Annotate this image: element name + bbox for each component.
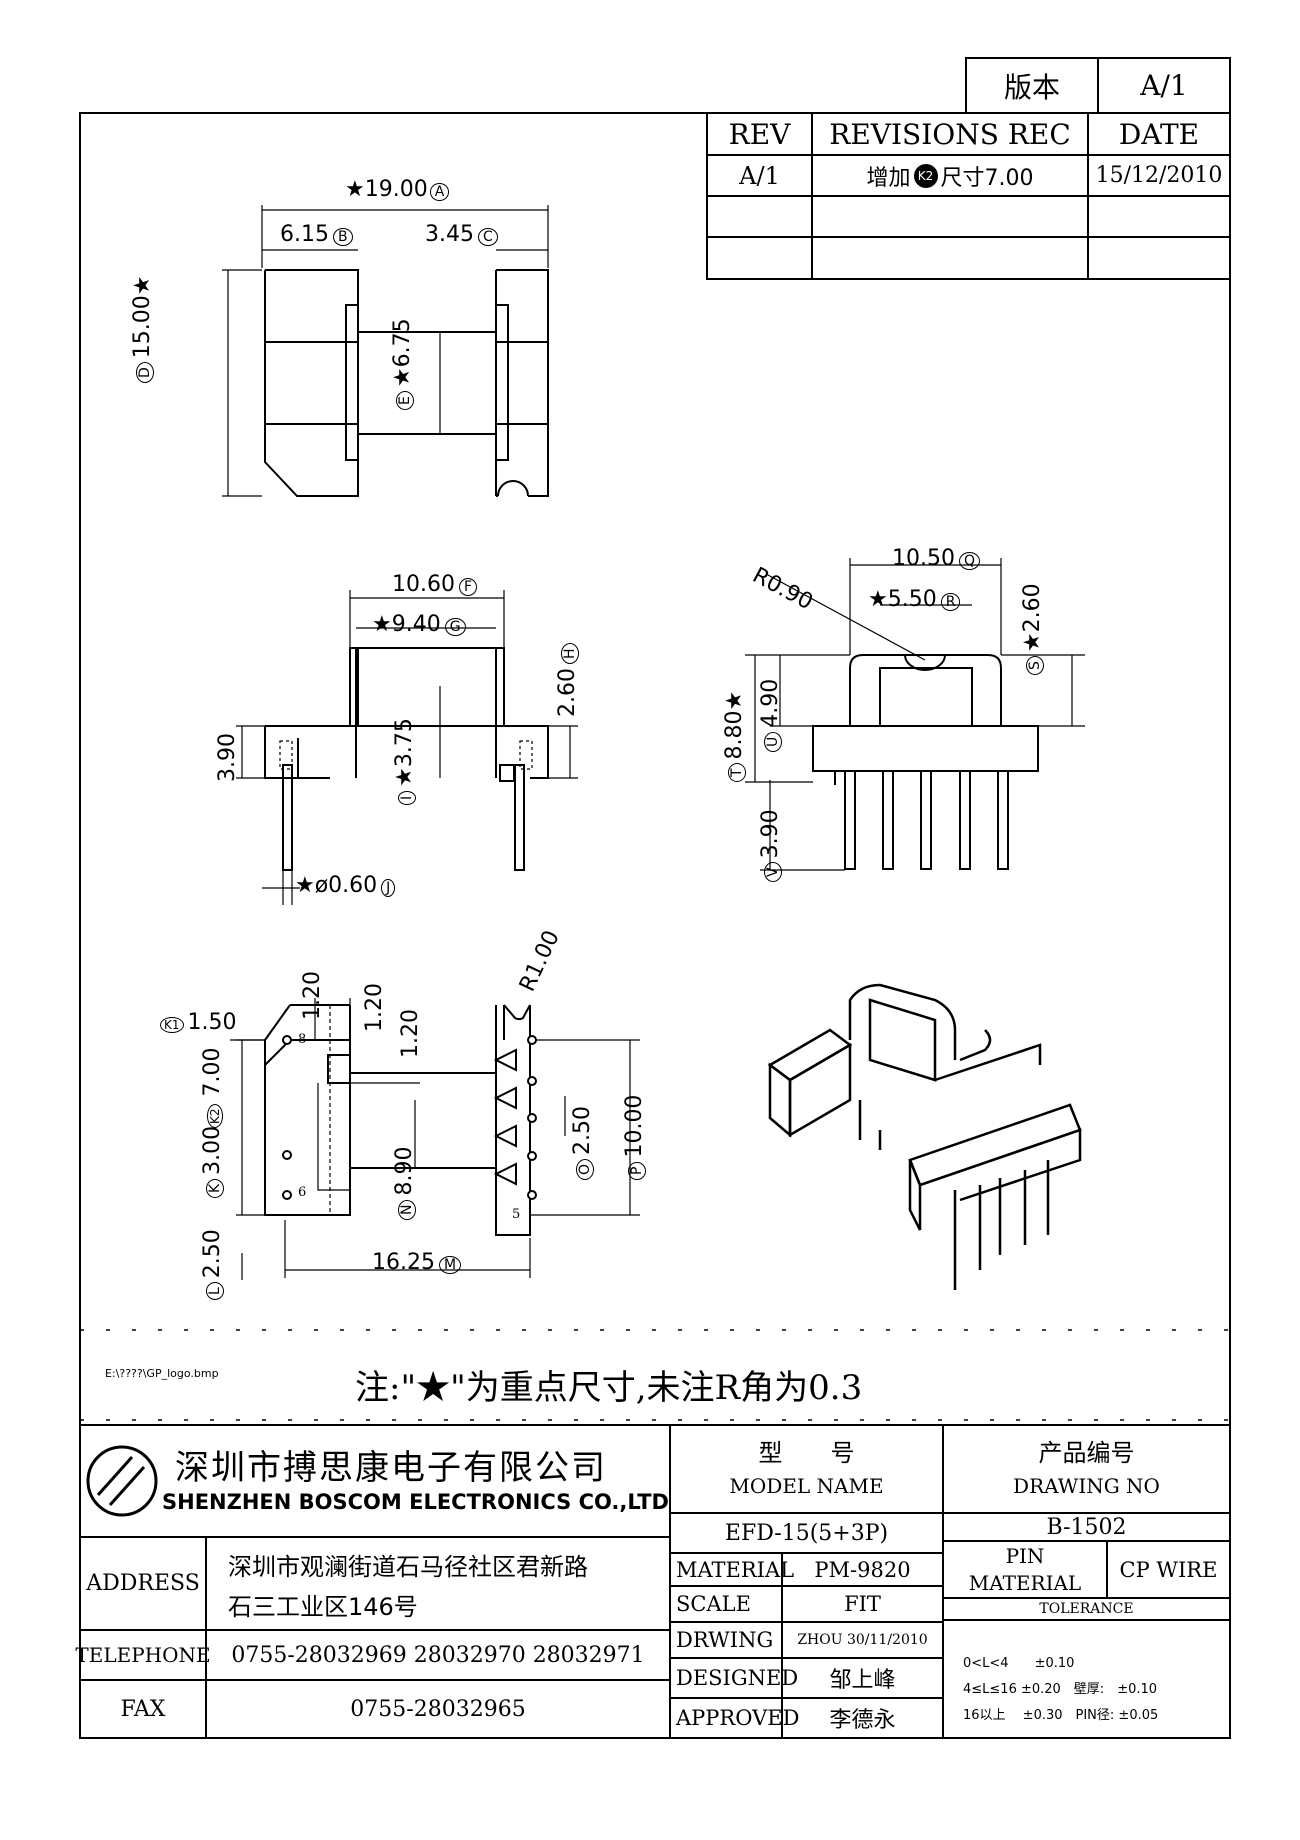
address-line-1: 深圳市观澜街道石马径社区君新路 <box>228 1553 588 1581</box>
dim-D: D15.00★ <box>130 276 155 383</box>
drawing-note: 注:"★"为重点尺寸,未注R角为0.3 <box>355 1368 863 1408</box>
drwing-value: ZHOU 30/11/2010 <box>797 1632 928 1648</box>
telephone-label: TELEPHONE <box>75 1643 211 1667</box>
rev-header: REV <box>728 117 791 151</box>
tolerance-line-2: 4≤L≤16 ±0.20 壁厚: ±0.10 <box>963 1682 1158 1697</box>
front-view <box>236 590 578 905</box>
address-label: ADDRESS <box>86 1571 200 1596</box>
dim-K2: K27.00 <box>200 1048 225 1128</box>
model-name-label-cn: 型 号 <box>758 1438 855 1467</box>
drawing-no-value: B-1502 <box>1046 1514 1127 1540</box>
pin-number-8: 8 <box>298 1032 307 1047</box>
scale-value: FIT <box>844 1592 881 1616</box>
version-label: 版本 <box>1003 70 1060 104</box>
dim-V: V3.90 <box>758 809 783 882</box>
date-header: DATE <box>1118 117 1200 151</box>
logo-path-text: E:\????\GP_logo.bmp <box>105 1367 219 1380</box>
address-line-2: 石三工业区146号 <box>228 1593 418 1621</box>
drawing-no-label-en: DRAWING NO <box>1013 1474 1160 1498</box>
dim-O: O2.50 <box>570 1106 595 1180</box>
pin-material-label-1: PIN <box>1005 1544 1045 1568</box>
dim-S: S★2.60 <box>1020 583 1045 675</box>
tolerance-label: TOLERANCE <box>1039 1601 1134 1617</box>
dim-K: K3.00 <box>200 1126 225 1198</box>
dim-120b: 1.20 <box>362 983 387 1032</box>
dim-P: P10.00 <box>622 1095 647 1180</box>
pin-material-label-2: MATERIAL <box>968 1571 1082 1595</box>
telephone-value: 0755-28032969 28032970 28032971 <box>231 1642 645 1668</box>
dim-L: L2.50 <box>200 1229 225 1300</box>
model-name-label-en: MODEL NAME <box>729 1474 884 1498</box>
dim-left-390: 3.90 <box>215 733 240 782</box>
dim-T: T8.80★ <box>722 691 747 782</box>
rev-row-1-rec-text: 增加 <box>866 165 911 191</box>
fax-label: FAX <box>120 1696 166 1722</box>
pin-number-6: 6 <box>298 1185 307 1200</box>
company-name-cn: 深圳市搏思康电子有限公司 <box>175 1448 607 1488</box>
version-value: A/1 <box>1140 69 1188 102</box>
rev-row-1-rec-circle: K2 <box>913 163 938 188</box>
dim-120a: 1.20 <box>300 971 325 1020</box>
material-value: PM-9820 <box>814 1557 911 1582</box>
drwing-label: DRWING <box>676 1628 774 1652</box>
fax-value: 0755-28032965 <box>350 1696 526 1722</box>
approved-label: APPROVED <box>676 1706 800 1730</box>
tolerance-line-3: 16以上 ±0.30 PIN径: ±0.05 <box>963 1708 1159 1723</box>
dim-E: E★6.75 <box>390 318 415 410</box>
dim-H: 2.60H <box>555 643 580 717</box>
pin-number-5: 5 <box>512 1207 521 1222</box>
dim-120c: 1.20 <box>398 1009 423 1058</box>
designed-label: DESIGNED <box>676 1666 799 1690</box>
material-label: MATERIAL <box>676 1557 795 1582</box>
company-name-en: SHENZHEN BOSCOM ELECTRONICS CO.,LTD <box>162 1490 669 1514</box>
bottom-view <box>230 998 640 1280</box>
dim-N: N8.90 <box>392 1147 417 1220</box>
approved-value: 李德永 <box>829 1708 896 1733</box>
designed-value: 邹上峰 <box>829 1668 896 1693</box>
outer-frame <box>79 112 1231 1739</box>
drawing-no-label-cn: 产品编号 <box>1038 1438 1135 1467</box>
tolerance-line-1: 0<L<4 ±0.10 <box>963 1656 1075 1671</box>
dim-I: I★3.75 <box>392 718 417 805</box>
dim-U: U4.90 <box>758 679 783 752</box>
revisions-rec-header: REVISIONS REC <box>829 117 1071 151</box>
bottom-view-pins <box>282 1035 537 1200</box>
rev-row-1-rec: 增加 K2 尺寸7.00 <box>812 155 1088 196</box>
rev-row-1-rec-tail: 尺寸7.00 <box>940 165 1034 191</box>
company-logo <box>86 1445 158 1517</box>
side-view <box>745 558 1085 871</box>
pin-material-value: CP WIRE <box>1119 1557 1218 1582</box>
scale-label: SCALE <box>676 1592 751 1616</box>
top-view <box>222 205 549 497</box>
model-name-value: EFD-15(5+3P) <box>724 1520 889 1546</box>
rev-row-1-date: 15/12/2010 <box>1095 163 1223 188</box>
rev-row-1-rev: A/1 <box>739 161 780 190</box>
isometric-view <box>767 983 1082 1290</box>
